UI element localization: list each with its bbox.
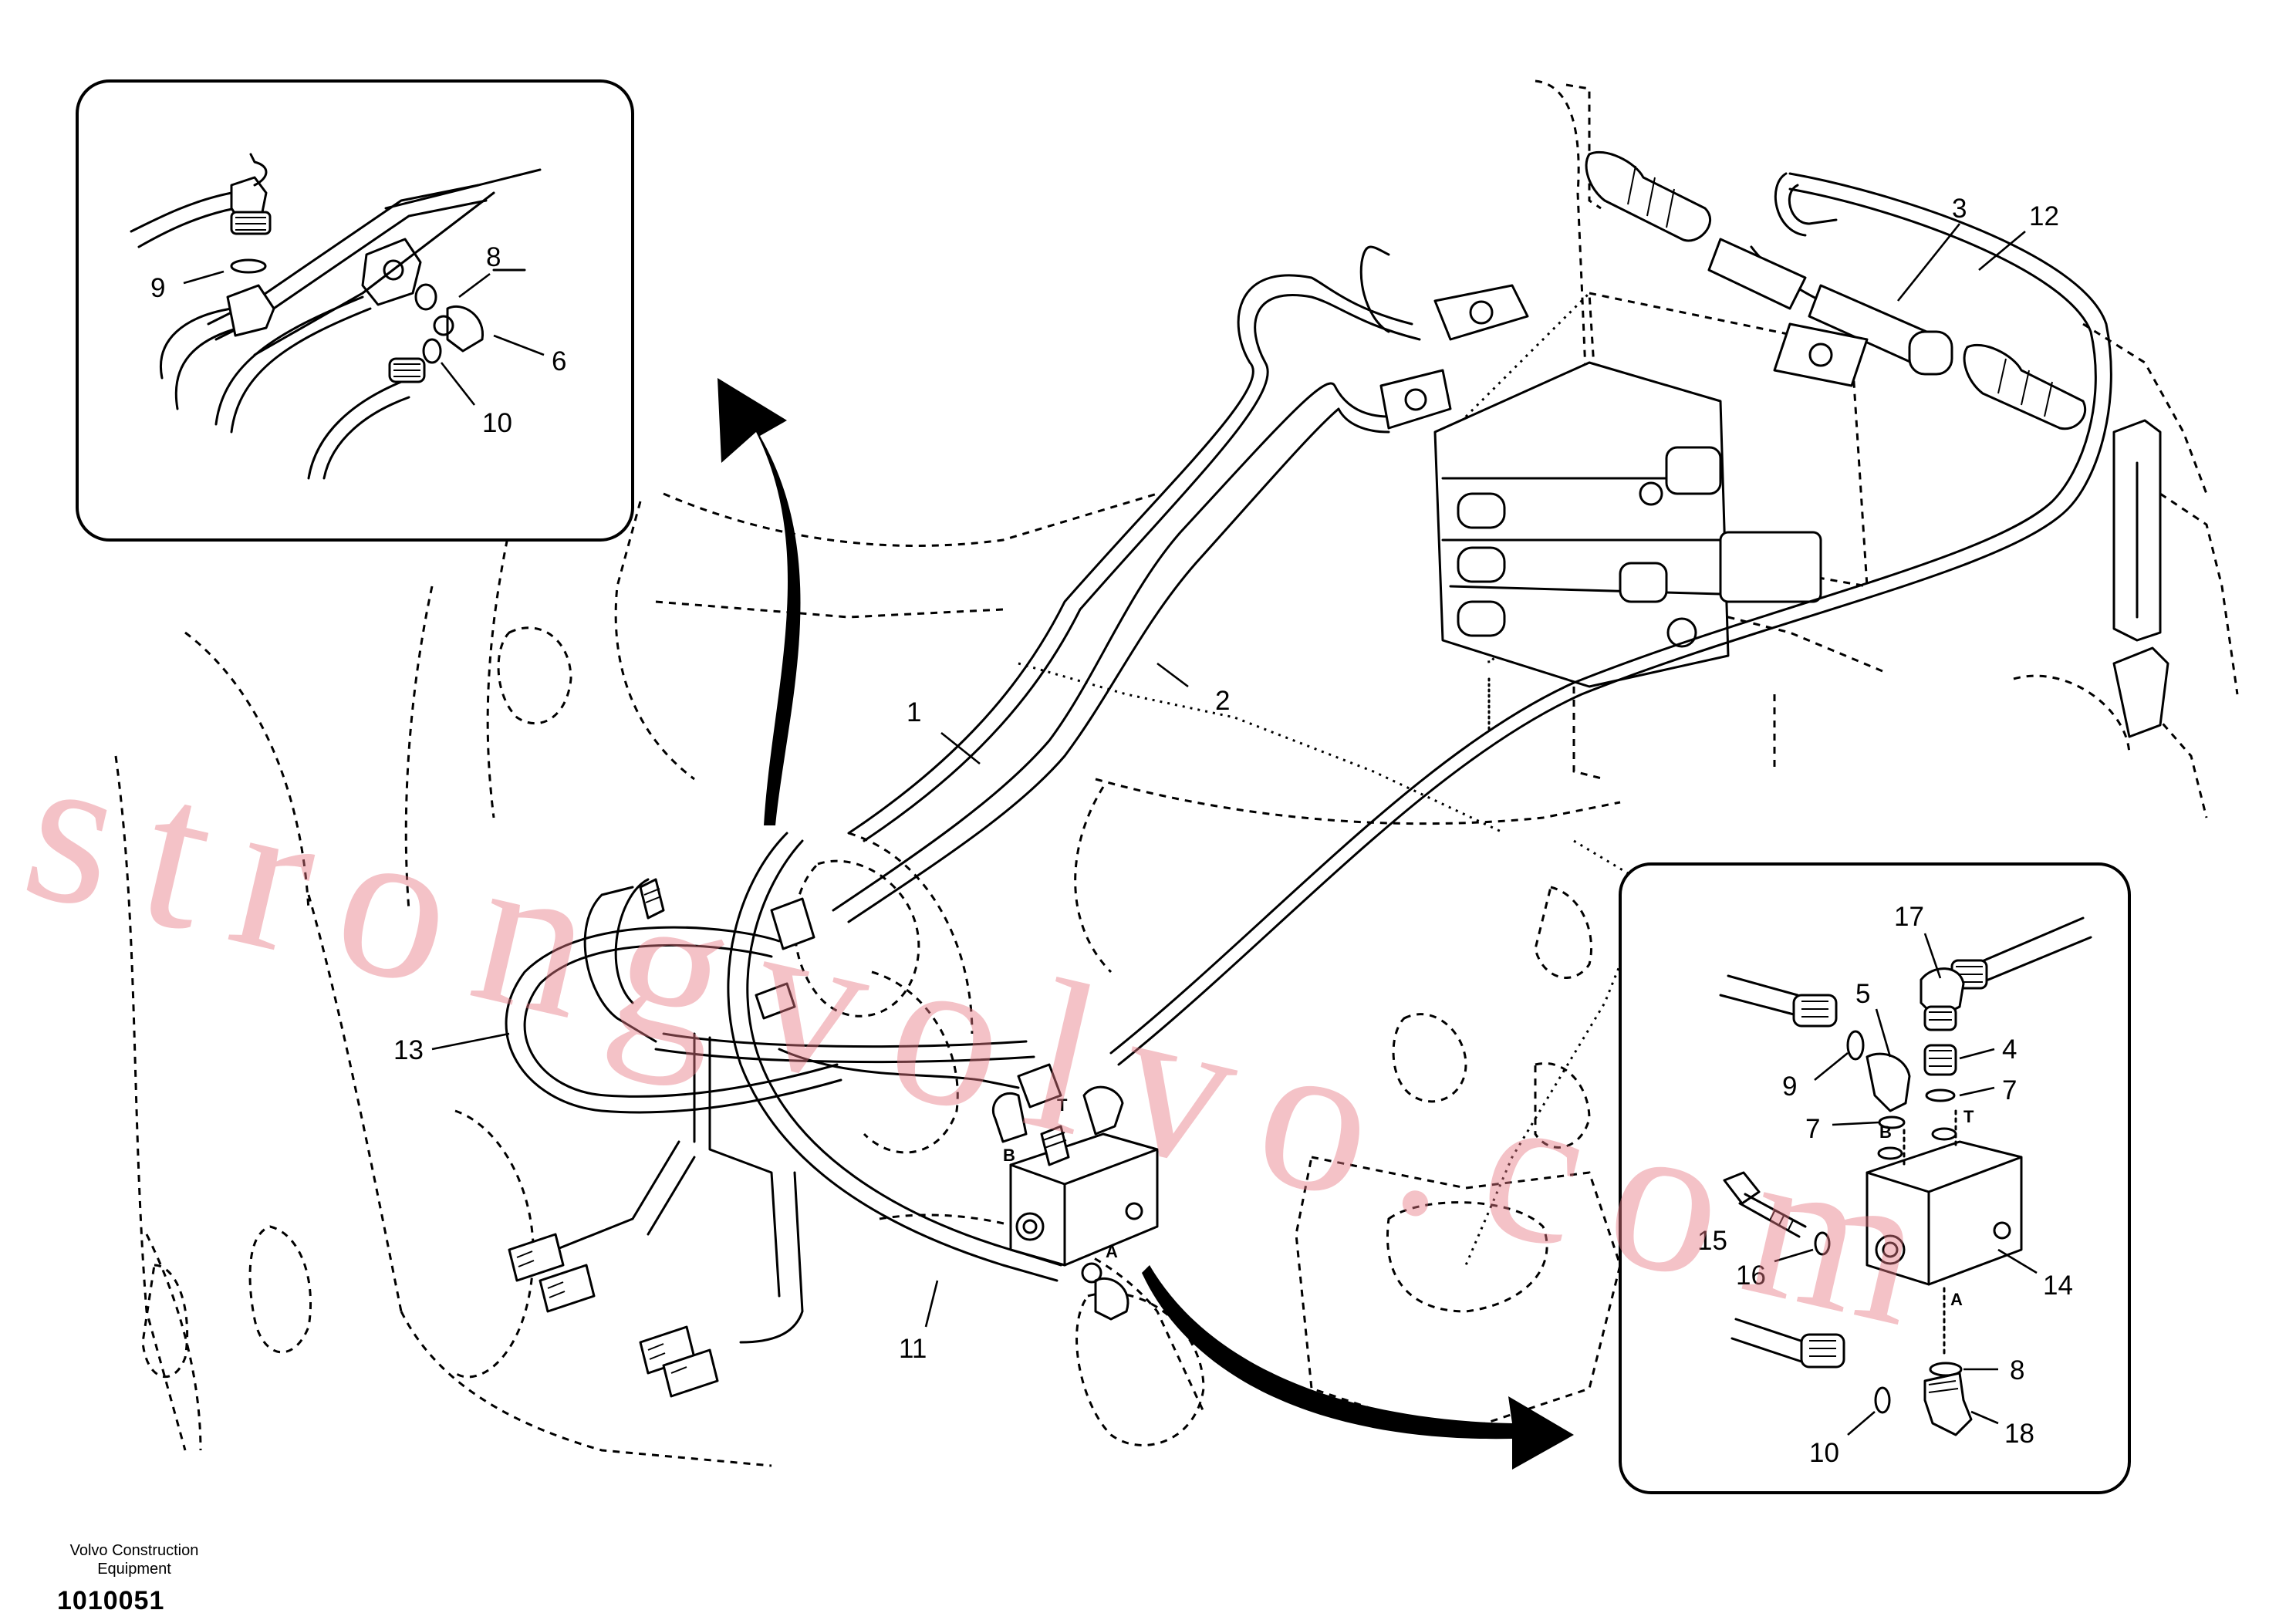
pipe-flanges [1379, 284, 1529, 430]
callout-12: 12 [2029, 201, 2059, 231]
inset-br-callout-14: 14 [2043, 1271, 2073, 1301]
port-labels-main: B T A [1003, 1095, 1118, 1261]
inset-tl-callout-8: 8 [486, 242, 501, 272]
pipe-11 [727, 832, 1062, 1282]
port-label-t: T [1057, 1095, 1068, 1115]
arrow-to-inset-top-left [718, 378, 801, 825]
inset-br-callout-18: 18 [2004, 1419, 2034, 1449]
callout-1: 1 [907, 697, 921, 727]
manifold-block-main [991, 1085, 1159, 1321]
inset-br-callout-7a: 7 [1805, 1114, 1820, 1144]
inset-tl-callout-10: 10 [482, 408, 512, 438]
inset-br-callout-16: 16 [1736, 1261, 1766, 1291]
inset-top-left: 9 8 6 10 [76, 79, 634, 542]
inset-br-callout-8: 8 [2010, 1355, 2024, 1385]
port-label-a: A [1106, 1242, 1118, 1261]
callout-3: 3 [1952, 194, 1967, 224]
port-labels-inset: B T A [1879, 1107, 1974, 1309]
machine-outline [114, 79, 2239, 1467]
frame-post-right [2112, 419, 2169, 738]
inset-port-label-a: A [1950, 1290, 1963, 1309]
callouts-main: 1 2 3 12 11 13 [393, 194, 2059, 1364]
brand-line-1: Volvo Construction [69, 1542, 199, 1559]
brand-line-2: Equipment [97, 1561, 171, 1578]
inset-br-callout-15: 15 [1697, 1226, 1727, 1256]
inset-port-label-t: T [1963, 1107, 1974, 1126]
pipe-13 [505, 878, 1035, 1344]
callout-11: 11 [899, 1334, 927, 1364]
inset-br-callout-17: 17 [1894, 902, 1924, 932]
drawing-number: 1010051 [57, 1586, 165, 1615]
fittings-center [508, 878, 1062, 1398]
inset-br-callout-4: 4 [2002, 1034, 2017, 1065]
pipe-2 [832, 245, 1390, 923]
port-label-b: B [1003, 1146, 1015, 1165]
inset-bottom-right: B T A 17 5 4 9 7 7 15 16 14 8 10 18 [1619, 862, 2131, 1494]
hose-clamps-upper [1585, 150, 2087, 430]
inset-tl-callout-9: 9 [150, 273, 165, 303]
inset-port-label-b: B [1879, 1122, 1892, 1142]
pipe-1 [847, 274, 1421, 842]
inset-tl-callout-6: 6 [552, 346, 566, 376]
inset-br-callout-10: 10 [1809, 1438, 1839, 1468]
brand-label: Volvo Construction Equipment [49, 1541, 219, 1578]
callout-13: 13 [393, 1035, 424, 1065]
inset-br-callout-9: 9 [1782, 1072, 1797, 1102]
inset-br-callout-7b: 7 [2002, 1075, 2017, 1105]
inset-br-callout-5: 5 [1855, 979, 1870, 1009]
control-valve [1433, 292, 1869, 781]
pointer-arrows [718, 378, 1574, 1470]
arrow-to-inset-bottom-right [1142, 1265, 1574, 1470]
pipe-12 [1109, 172, 2112, 1066]
callout-2: 2 [1215, 686, 1230, 716]
tee-fitting-3 [1707, 172, 1953, 387]
